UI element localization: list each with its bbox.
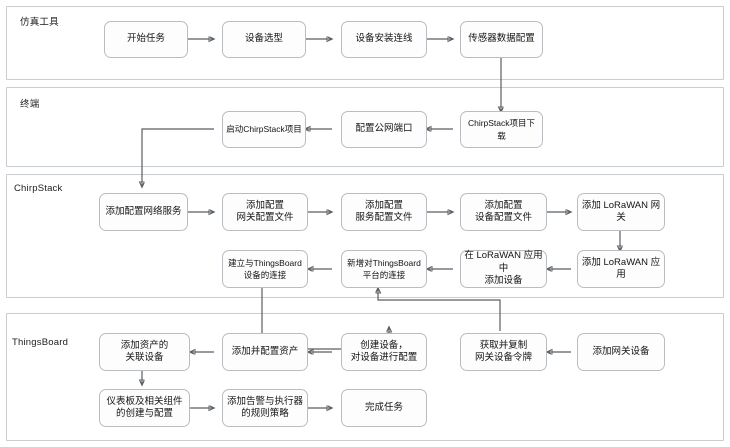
- node-config-public-port[interactable]: 配置公网端口: [341, 111, 427, 148]
- node-label: 添加告警与执行器的规则策略: [226, 395, 303, 420]
- node-label: ChirpStack项目下载: [467, 118, 536, 141]
- node-add-alarm-rule-strategy[interactable]: 添加告警与执行器的规则策略: [222, 389, 308, 427]
- node-label: 启动ChirpStack项目: [226, 124, 302, 135]
- node-label: 添加配置服务配置文件: [355, 199, 413, 224]
- node-label: 创建设备，对设备进行配置: [350, 339, 418, 364]
- node-add-gateway-device[interactable]: 添加网关设备: [577, 333, 665, 371]
- node-label: 添加 LoRaWAN 应用: [581, 256, 661, 281]
- lane-label-term: 终端: [20, 99, 40, 110]
- node-label: 添加网关设备: [592, 345, 650, 357]
- node-sensor-data-config[interactable]: 传感器数据配置: [460, 21, 543, 58]
- node-finish-task[interactable]: 完成任务: [341, 389, 427, 427]
- node-label: 添加配置网关配置文件: [236, 199, 294, 224]
- node-label: 开始任务: [126, 33, 165, 45]
- node-add-lorawan-gateway[interactable]: 添加 LoRaWAN 网关: [577, 193, 665, 231]
- node-label: 添加并配置资产: [231, 345, 299, 357]
- node-label: 完成任务: [364, 401, 403, 413]
- node-add-configure-asset[interactable]: 添加并配置资产: [222, 333, 308, 371]
- node-create-configure-device[interactable]: 创建设备，对设备进行配置: [341, 333, 427, 371]
- lane-label-chirpstack: ChirpStack: [14, 183, 63, 194]
- node-chirpstack-download[interactable]: ChirpStack项目下载: [460, 111, 543, 148]
- node-start-chirpstack-project[interactable]: 启动ChirpStack项目: [222, 111, 306, 148]
- node-device-selection[interactable]: 设备选型: [222, 21, 306, 58]
- node-label: 添加资产的关联设备: [120, 339, 169, 364]
- node-dashboard-create-configure[interactable]: 仪表板及相关组件的创建与配置: [99, 389, 190, 427]
- node-label: 添加配置网络服务: [105, 205, 182, 217]
- node-device-install-wiring[interactable]: 设备安装连线: [341, 21, 427, 58]
- node-label: 在 LoRaWAN 应用中添加设备: [464, 250, 543, 287]
- node-add-asset-related-device[interactable]: 添加资产的关联设备: [99, 333, 190, 371]
- node-label: 配置公网端口: [355, 123, 413, 135]
- node-add-service-config-file[interactable]: 添加配置服务配置文件: [341, 193, 427, 231]
- node-get-copy-gateway-token[interactable]: 获取并复制网关设备令牌: [460, 333, 547, 371]
- node-label: 获取并复制网关设备令牌: [474, 339, 532, 364]
- lane-label-sim: 仿真工具: [20, 17, 59, 28]
- node-label: 添加 LoRaWAN 网关: [581, 199, 661, 224]
- node-label: 添加配置设备配置文件: [474, 199, 532, 224]
- node-label: 传感器数据配置: [468, 33, 535, 45]
- node-add-lorawan-application[interactable]: 添加 LoRaWAN 应用: [577, 250, 665, 288]
- lane-label-thingsboard: ThingsBoard: [12, 337, 69, 348]
- node-add-device-config-file[interactable]: 添加配置设备配置文件: [460, 193, 547, 231]
- node-label: 仪表板及相关组件的创建与配置: [106, 395, 183, 420]
- node-add-network-service[interactable]: 添加配置网络服务: [99, 193, 188, 231]
- node-label: 设备选型: [244, 33, 283, 45]
- node-label: 设备安装连线: [355, 33, 413, 45]
- node-add-device-in-lorawan-app[interactable]: 在 LoRaWAN 应用中添加设备: [460, 250, 547, 288]
- node-add-gateway-config-file[interactable]: 添加配置网关配置文件: [222, 193, 308, 231]
- node-start-task[interactable]: 开始任务: [104, 21, 188, 58]
